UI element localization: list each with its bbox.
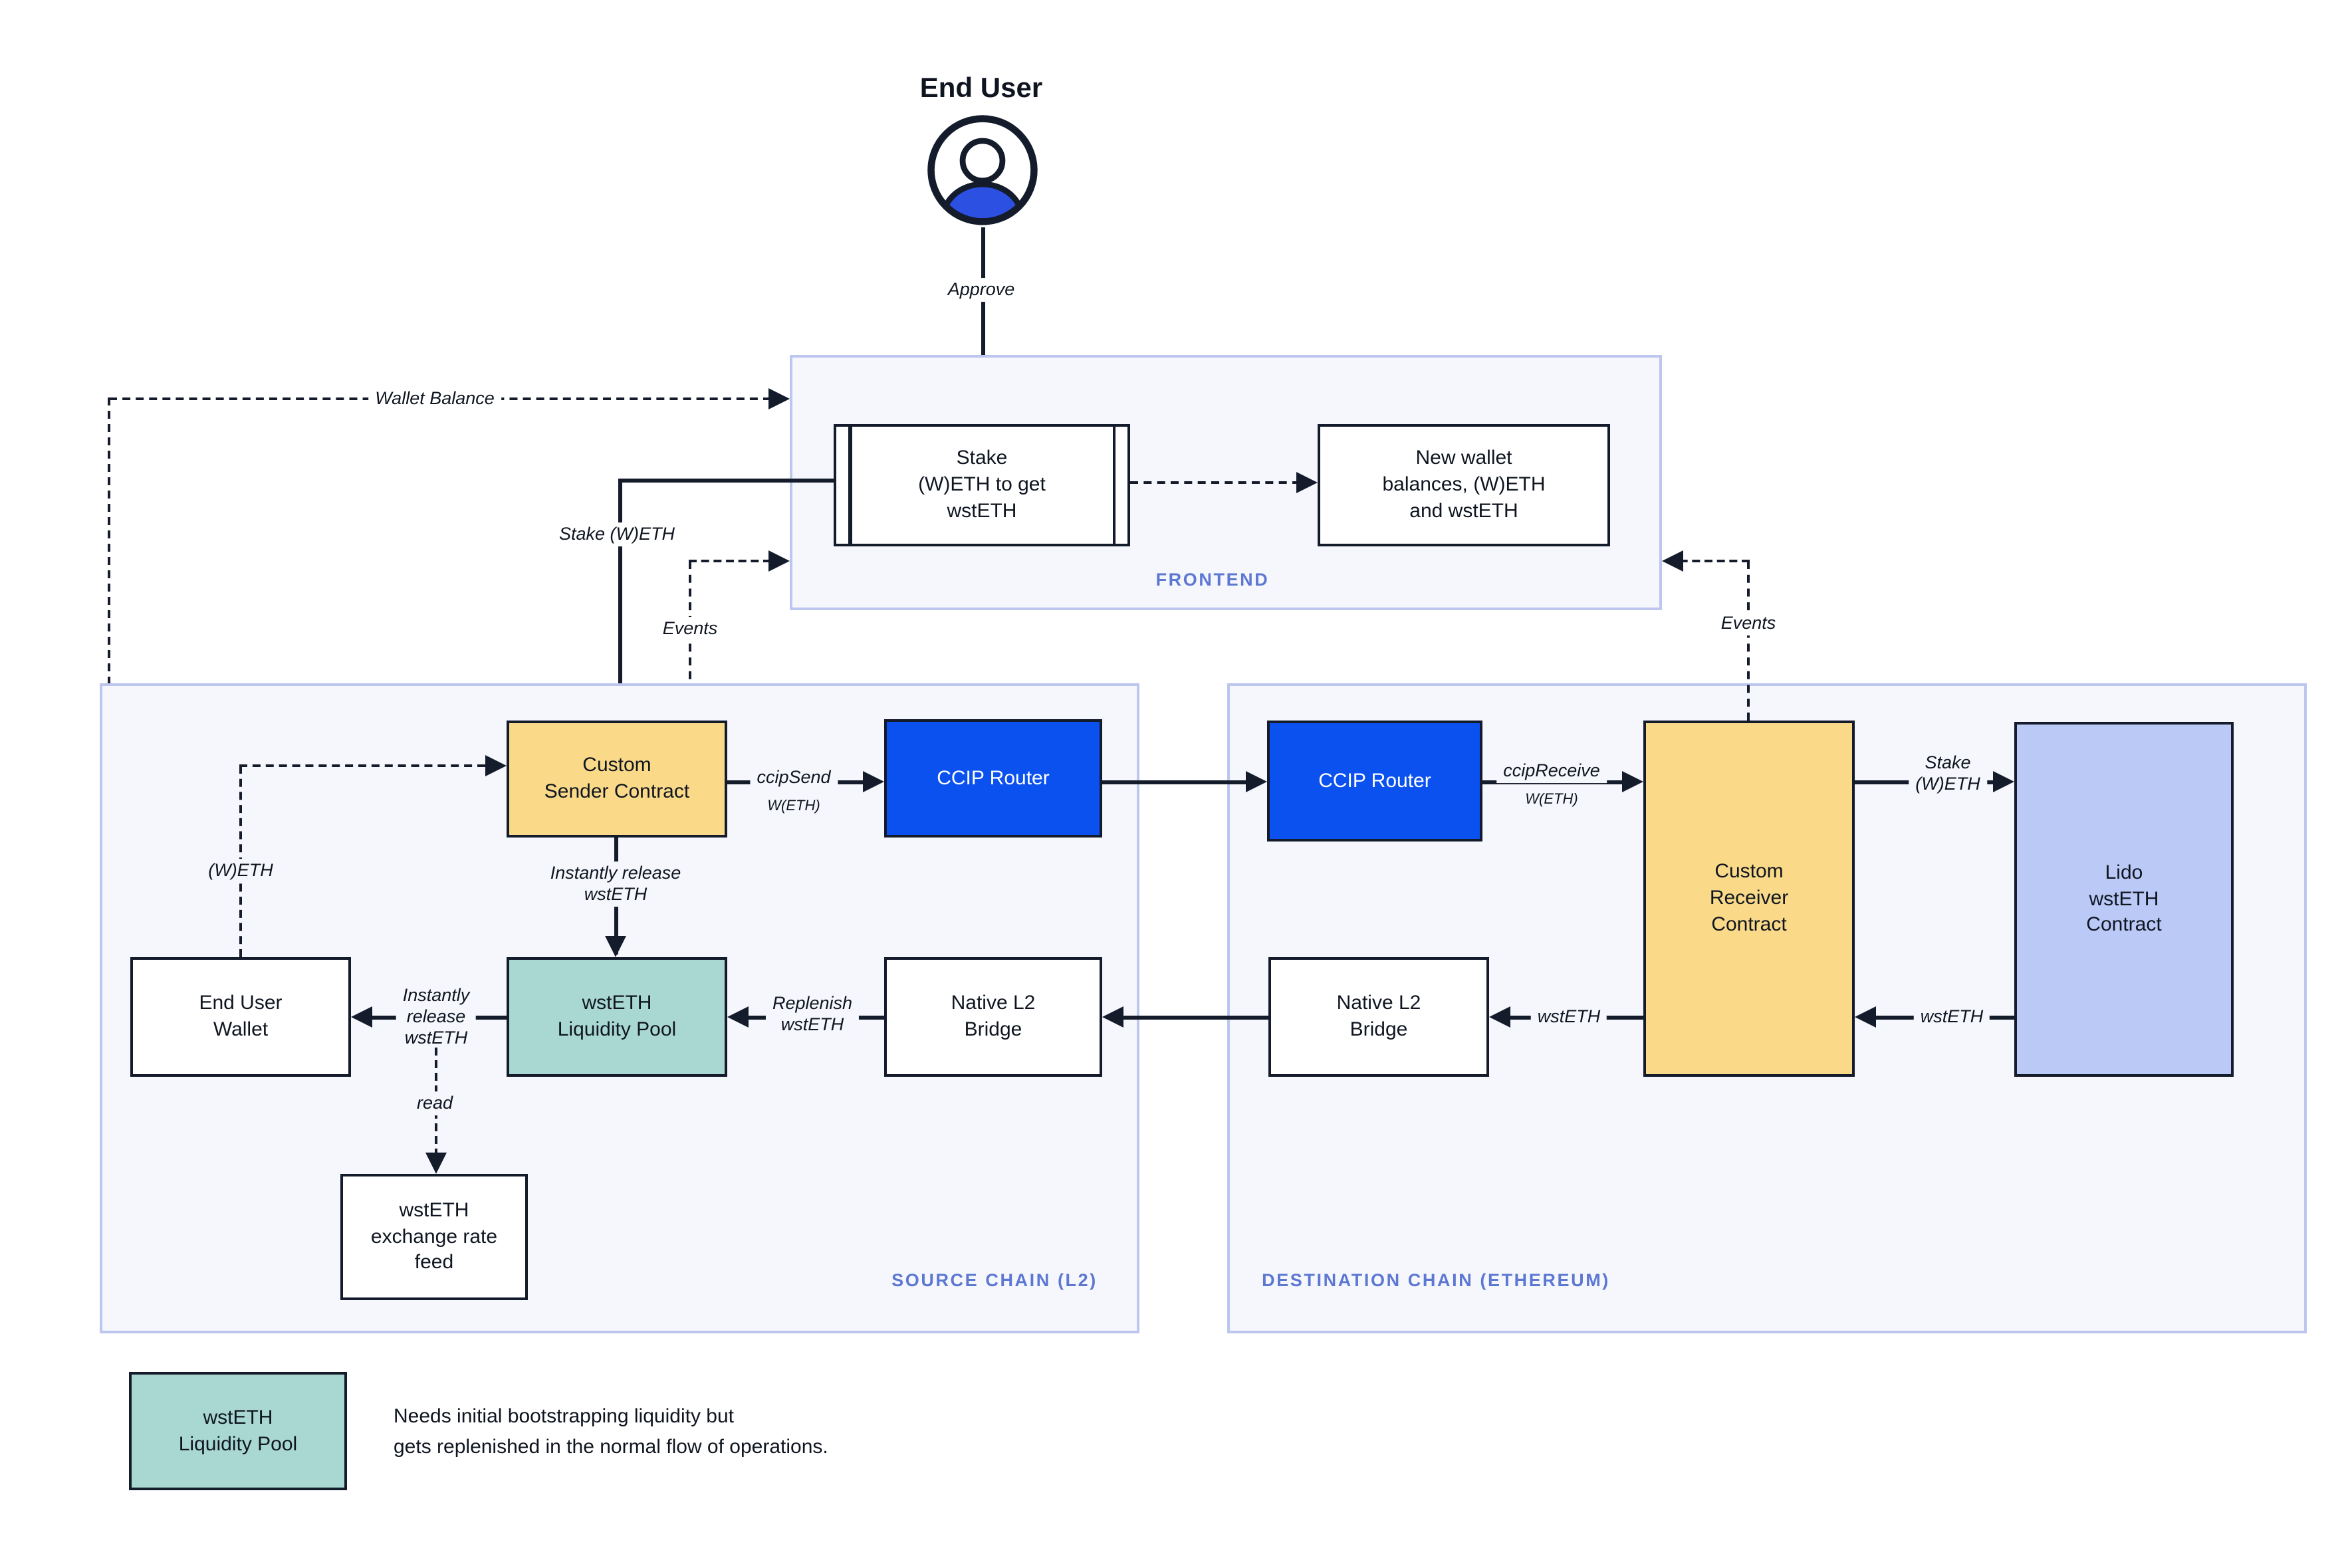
predefined-bar-icon	[1112, 427, 1115, 544]
replenish-label: Replenish wstETH	[765, 992, 860, 1037]
end-user-wallet-label: End User Wallet	[199, 992, 283, 1041]
end-user-icon	[924, 112, 1041, 229]
arrowhead-icon	[1296, 472, 1318, 493]
native-bridge-dest-node: Native L2 Bridge	[1268, 957, 1489, 1077]
ccip-receive-label: ccipReceive	[1496, 759, 1607, 783]
ccip-router-source-label: CCIP Router	[937, 766, 1050, 790]
native-bridge-dest-label: Native L2 Bridge	[1336, 992, 1421, 1041]
arrowhead-icon	[863, 771, 884, 792]
stake-weth-dest-label: Stake (W)ETH	[1909, 751, 1987, 796]
events-left-connector	[689, 561, 691, 721]
custom-receiver-node: Custom Receiver Contract	[1643, 721, 1855, 1077]
page-title: End User	[919, 73, 1043, 104]
ccip-send-sub-label: W(ETH)	[761, 797, 827, 817]
stake-node-label: Stake (W)ETH to get wstETH	[918, 447, 1046, 522]
arrowhead-icon	[768, 550, 790, 572]
ccip-router-dest-node: CCIP Router	[1267, 721, 1482, 841]
new-wallet-node-label: New wallet balances, (W)ETH and wstETH	[1382, 447, 1546, 522]
stake-to-balances-connector	[1130, 481, 1300, 484]
legend-swatch: wstETH Liquidity Pool	[129, 1372, 347, 1490]
arrowhead-icon	[1246, 771, 1267, 792]
events-right-label: Events	[1714, 612, 1783, 635]
bridge-to-bridge-connector	[1108, 1016, 1268, 1019]
ccip-receive-sub-label: W(ETH)	[1518, 790, 1585, 810]
arrowhead-icon	[1993, 771, 2014, 792]
lido-contract-label: Lido wstETH Contract	[2086, 861, 2162, 937]
arrowhead-icon	[351, 1006, 372, 1028]
arrowhead-icon	[1662, 550, 1683, 572]
events-left-label: Events	[655, 617, 725, 641]
approve-connector	[981, 227, 985, 423]
events-right-connector	[1667, 560, 1750, 562]
native-bridge-source-node: Native L2 Bridge	[884, 957, 1102, 1077]
native-bridge-source-label: Native L2 Bridge	[951, 992, 1036, 1041]
arrowhead-icon	[1855, 1006, 1876, 1028]
stake-node: Stake (W)ETH to get wstETH	[834, 424, 1130, 546]
router-to-router-connector	[1102, 780, 1248, 784]
ccip-send-label: ccipSend	[750, 766, 838, 790]
end-user-wallet-node: End User Wallet	[130, 957, 351, 1077]
exchange-feed-label: wstETH exchange rate feed	[370, 1198, 498, 1274]
exchange-feed-node: wstETH exchange rate feed	[340, 1174, 528, 1300]
liquidity-pool-label: wstETH Liquidity Pool	[557, 992, 677, 1041]
events-right-connector	[1747, 561, 1750, 721]
legend-note: Needs initial bootstrapping liquidity bu…	[394, 1405, 828, 1458]
destination-chain-label: DESTINATION CHAIN (ETHEREUM)	[1262, 1270, 1610, 1290]
source-chain-label: SOURCE CHAIN (L2)	[891, 1270, 1098, 1290]
wallet-balance-label: Wallet Balance	[368, 387, 501, 411]
arrowhead-icon	[1489, 1006, 1510, 1028]
lido-contract-node: Lido wstETH Contract	[2014, 722, 2234, 1077]
approve-label: Approve	[941, 278, 1022, 302]
weth-connector	[239, 764, 485, 767]
instantly-release-vertical-label: Instantly release wstETH	[543, 861, 688, 907]
ccip-router-dest-label: CCIP Router	[1318, 769, 1431, 792]
custom-sender-node: Custom Sender Contract	[507, 721, 727, 838]
stake-weth-connector	[618, 479, 834, 482]
stake-weth-connector	[618, 479, 622, 718]
custom-receiver-label: Custom Receiver Contract	[1709, 860, 1789, 936]
arrowhead-icon	[1102, 1006, 1123, 1028]
wsteth-from-lido-label: wstETH	[1913, 1005, 1990, 1029]
arrowhead-icon	[727, 1006, 749, 1028]
wsteth-to-bridge-label: wstETH	[1530, 1005, 1607, 1029]
ccip-router-source-node: CCIP Router	[884, 719, 1102, 838]
legend-swatch-label: wstETH Liquidity Pool	[178, 1406, 298, 1455]
new-wallet-node: New wallet balances, (W)ETH and wstETH	[1318, 424, 1610, 546]
arrowhead-icon	[425, 1153, 447, 1174]
arrowhead-icon	[1622, 771, 1643, 792]
predefined-bar-icon	[848, 427, 852, 544]
stake-weth-label: Stake (W)ETH	[552, 522, 682, 546]
events-left-connector	[689, 560, 771, 562]
custom-sender-label: Custom Sender Contract	[544, 754, 690, 803]
frontend-label: FRONTEND	[1155, 570, 1270, 590]
weth-label: (W)ETH	[201, 859, 280, 883]
arrowhead-icon	[605, 936, 626, 957]
arrowhead-icon	[485, 755, 507, 776]
arrowhead-icon	[768, 388, 790, 409]
read-label: read	[410, 1091, 460, 1115]
liquidity-pool-node: wstETH Liquidity Pool	[507, 957, 727, 1077]
instantly-release-horizontal-label: Instantly release wstETH	[396, 984, 477, 1050]
